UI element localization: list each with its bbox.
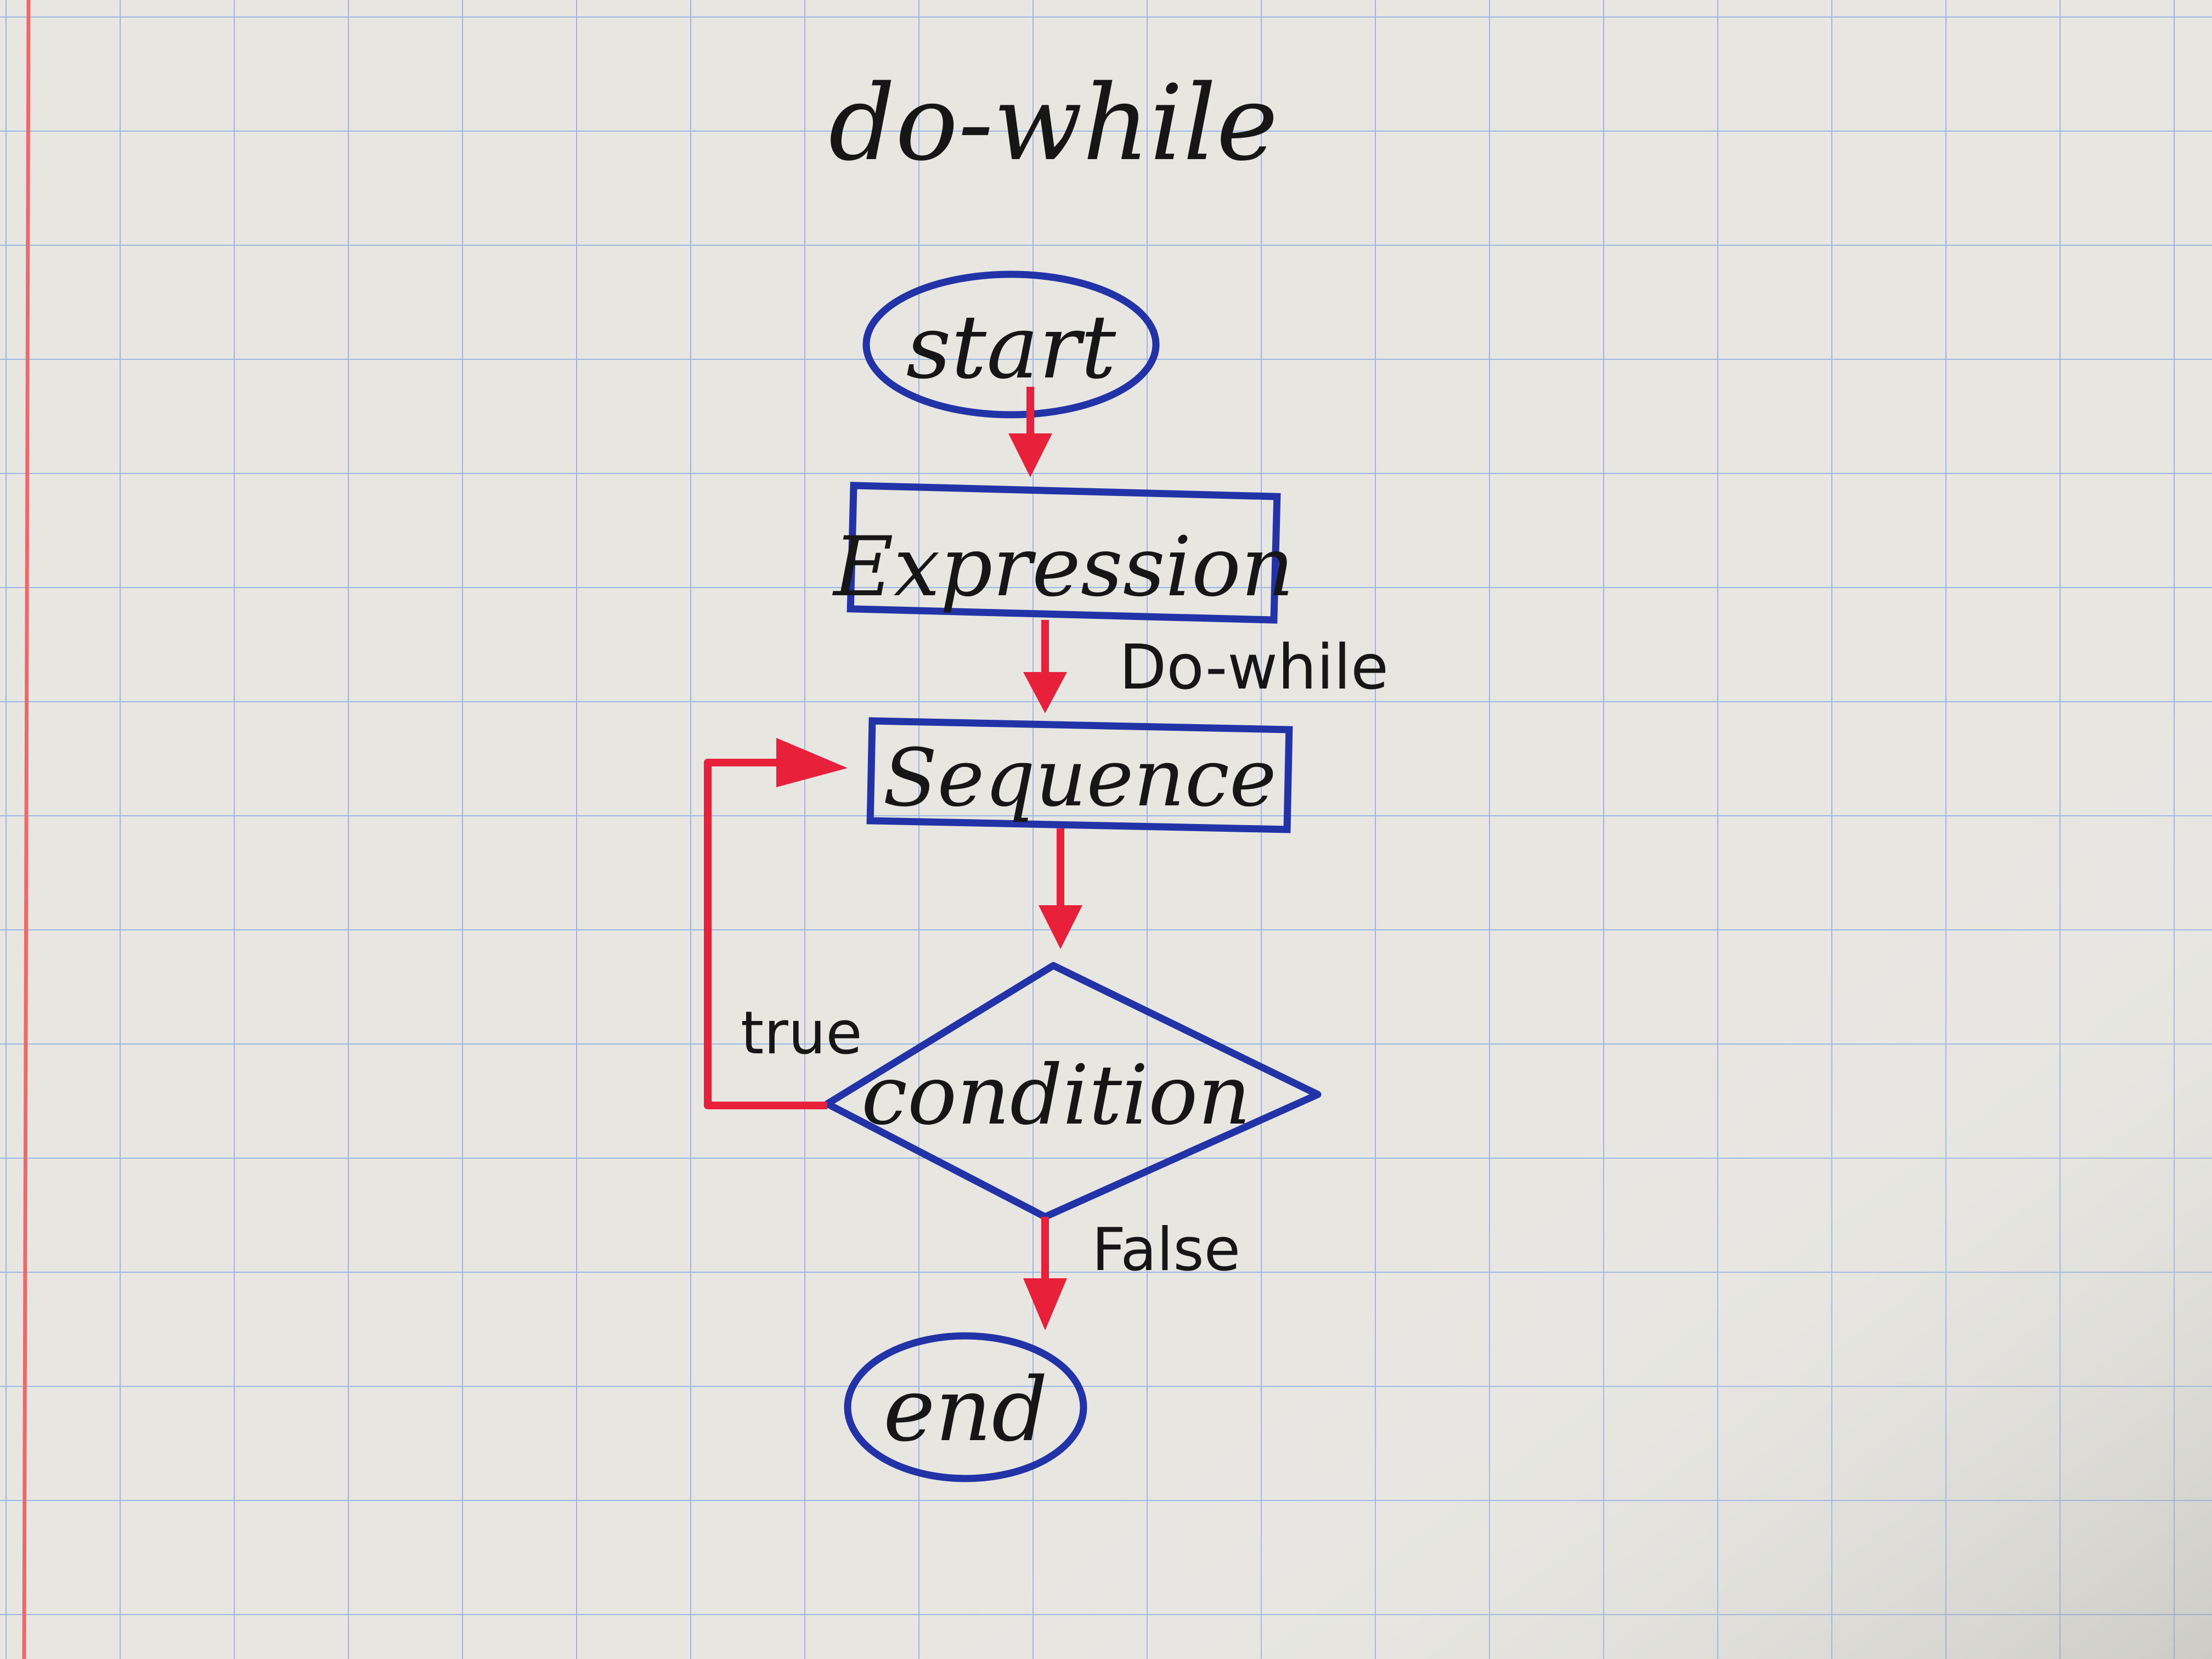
end-node: end [844, 1332, 1087, 1482]
sequence-node-label: Sequence [883, 732, 1277, 825]
sequence-node: Sequence [866, 717, 1293, 833]
arrow-sequence-to-condition [1039, 828, 1082, 949]
condition-node-label: condition [861, 1048, 1251, 1143]
start-node: start [862, 270, 1160, 419]
arrow-condition-false [1023, 1217, 1067, 1330]
edge-label-true: true [741, 999, 862, 1068]
expression-node: Expression [832, 482, 1294, 624]
arrow-condition-true-loop [704, 738, 848, 1109]
expression-node-shape [847, 482, 1281, 624]
end-node-label: end [883, 1358, 1048, 1461]
edge-label-do-while: Do-while [1119, 632, 1389, 703]
end-node-shape [844, 1332, 1087, 1482]
edge-label-false: False [1092, 1216, 1240, 1284]
start-node-shape [862, 270, 1160, 419]
arrow-start-to-expression [1008, 387, 1052, 477]
arrow-expression-to-sequence [1023, 620, 1067, 713]
start-node-label: start [906, 296, 1116, 398]
paper-margin-line [22, 0, 31, 1659]
diagram-title: do-while [828, 63, 1278, 184]
expression-node-label: Expression [832, 520, 1294, 615]
sequence-node-shape [866, 717, 1293, 833]
